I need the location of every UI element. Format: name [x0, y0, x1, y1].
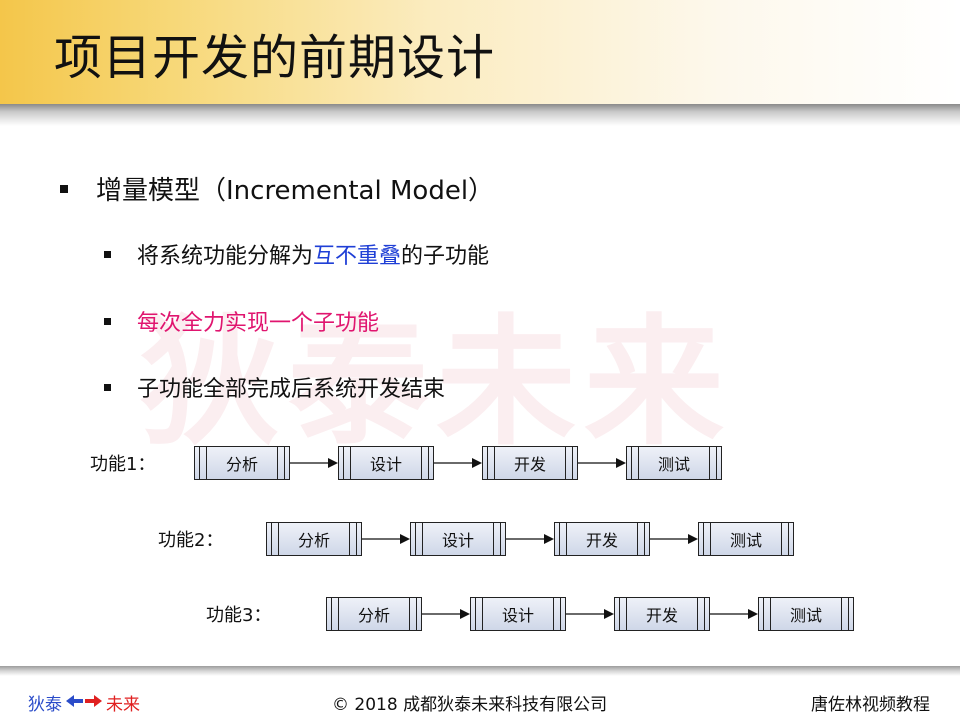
watermark: 狄泰未来: [140, 302, 733, 465]
sub-bullet-1: 将系统功能分解为互不重叠的子功能: [104, 238, 489, 270]
arrow-icon: [290, 446, 338, 480]
footer-left-b: 未来: [106, 695, 140, 715]
bullet-marker: [104, 383, 111, 391]
row-label: 功能3：: [206, 605, 272, 626]
step-box: 测试: [626, 446, 722, 480]
text-suffix: 的子功能: [401, 244, 490, 269]
bullet-text: 增量模型（Incremental Model）: [96, 176, 495, 206]
sub-bullet-3: 子功能全部完成后系统开发结束: [104, 371, 445, 403]
footer-left-a: 狄泰: [28, 695, 62, 715]
arrow-icon: [434, 446, 482, 480]
step-box: 测试: [758, 597, 854, 631]
title-divider: [0, 104, 960, 126]
highlight-text: 互不重叠: [313, 244, 402, 269]
footer-copyright: © 2018 成都狄泰未来科技有限公司: [332, 695, 608, 715]
row-label: 功能2：: [158, 530, 224, 551]
sub-bullet-text: 将系统功能分解为互不重叠的子功能: [137, 238, 489, 270]
step-box: 分析: [266, 522, 362, 556]
step-box: 开发: [614, 597, 710, 631]
double-arrow-icon: [66, 693, 102, 713]
arrow-icon: [710, 597, 758, 631]
bullet-marker: [60, 184, 68, 193]
arrow-icon: [506, 522, 554, 556]
slide-title: 项目开发的前期设计: [54, 30, 496, 86]
step-box: 测试: [698, 522, 794, 556]
process-row-1: 功能1： 分析 设计 开发 测试: [90, 446, 722, 480]
sub-bullet-text: 子功能全部完成后系统开发结束: [137, 377, 446, 402]
text-prefix: 将系统功能分解为: [137, 244, 314, 269]
footer-logo: 狄泰 未来: [28, 690, 140, 715]
arrow-icon: [362, 522, 410, 556]
process-row-3: 功能3： 分析 设计 开发 测试: [206, 597, 854, 631]
step-box: 分析: [194, 446, 290, 480]
arrow-icon: [422, 597, 470, 631]
footer-course: 唐佐林视频教程: [811, 695, 930, 715]
step-box: 设计: [410, 522, 506, 556]
step-box: 设计: [338, 446, 434, 480]
process-row-2: 功能2： 分析 设计 开发 测试: [158, 522, 794, 556]
arrow-icon: [650, 522, 698, 556]
bullet-incremental-model: 增量模型（Incremental Model）: [60, 170, 494, 207]
arrow-icon: [578, 446, 626, 480]
footer-divider: [0, 666, 960, 676]
bullet-marker: [104, 250, 111, 258]
sub-bullet-2: 每次全力实现一个子功能: [104, 305, 379, 337]
bullet-marker: [104, 317, 111, 325]
step-box: 分析: [326, 597, 422, 631]
row-label: 功能1：: [90, 454, 156, 475]
step-box: 设计: [470, 597, 566, 631]
step-box: 开发: [482, 446, 578, 480]
title-bar: [0, 0, 960, 104]
arrow-icon: [566, 597, 614, 631]
sub-bullet-text: 每次全力实现一个子功能: [137, 311, 380, 336]
step-box: 开发: [554, 522, 650, 556]
